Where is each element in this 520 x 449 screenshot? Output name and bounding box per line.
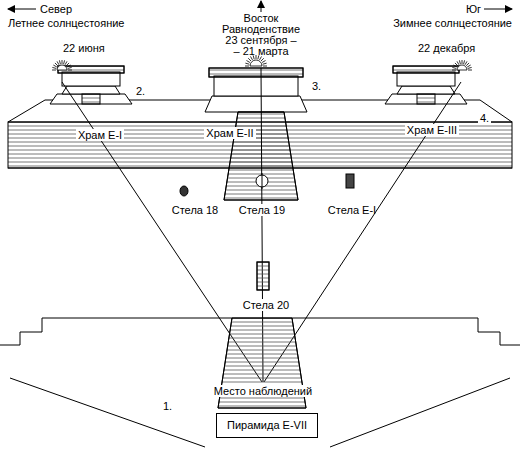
sun-ray — [64, 60, 65, 64]
pyramid-box: Пирамида E-VII — [216, 413, 318, 438]
sun-ray — [67, 65, 70, 67]
sun-ray — [459, 60, 460, 64]
sun-ray — [457, 61, 459, 64]
label: Север — [40, 3, 72, 15]
sun-ray — [66, 63, 69, 66]
sun-ray — [53, 65, 56, 67]
rising-sun — [457, 65, 467, 70]
label: 22 июня — [63, 42, 105, 54]
sun-ray — [245, 63, 249, 64]
sun-ray — [462, 60, 463, 64]
label: Храм E-III — [405, 124, 459, 136]
label: 23 сентября – — [225, 34, 296, 46]
sun-ray — [465, 61, 467, 64]
label: Стела 18 — [172, 204, 218, 216]
label: 2. — [136, 85, 145, 97]
sun-ray — [59, 60, 60, 64]
rising-sun — [57, 65, 67, 70]
sun-ray — [468, 70, 472, 71]
label: Равноденствие — [222, 23, 300, 35]
label: Храм E-II — [204, 127, 255, 139]
sun-ray — [248, 58, 251, 61]
sun-ray — [246, 61, 249, 63]
sun-ray — [464, 60, 465, 64]
label: Место наблюдений — [212, 385, 314, 397]
label: Зимнее солнцестояние — [393, 17, 512, 29]
sun-ray — [262, 61, 265, 63]
sun-ray — [52, 70, 56, 71]
sun-ray — [68, 70, 72, 71]
sun-ray — [55, 63, 58, 66]
label: Стела 19 — [237, 204, 287, 216]
sun-ray — [466, 63, 469, 66]
sun-ray — [68, 67, 72, 68]
label: 4. — [478, 112, 491, 124]
sun-ray — [261, 58, 264, 61]
sun-ray — [62, 60, 63, 64]
label: Юг — [466, 3, 481, 15]
label: Храм E-I — [76, 129, 124, 141]
label: Восток — [244, 12, 279, 24]
label: 3. — [312, 80, 321, 92]
rising-sun — [250, 60, 262, 66]
sun-ray — [453, 65, 456, 67]
label: 1. — [163, 400, 172, 412]
label: Летнее солнцестояние — [8, 17, 125, 29]
sun-ray — [467, 65, 470, 67]
label: – 21 марта — [233, 45, 288, 57]
label: 22 декабря — [418, 42, 475, 54]
sun-ray — [452, 67, 456, 68]
label: Стела E-I — [328, 204, 376, 216]
sun-ray — [65, 61, 67, 64]
sun-ray — [263, 66, 267, 67]
sun-ray — [452, 70, 456, 71]
sun-ray — [263, 63, 267, 64]
sun-ray — [52, 67, 56, 68]
sun-ray — [245, 66, 249, 67]
sun-ray — [455, 63, 458, 66]
sun-ray — [57, 61, 59, 64]
node-text: Пирамида E-VII — [227, 419, 307, 432]
sun-ray — [468, 67, 472, 68]
label: Стела 20 — [241, 299, 291, 311]
